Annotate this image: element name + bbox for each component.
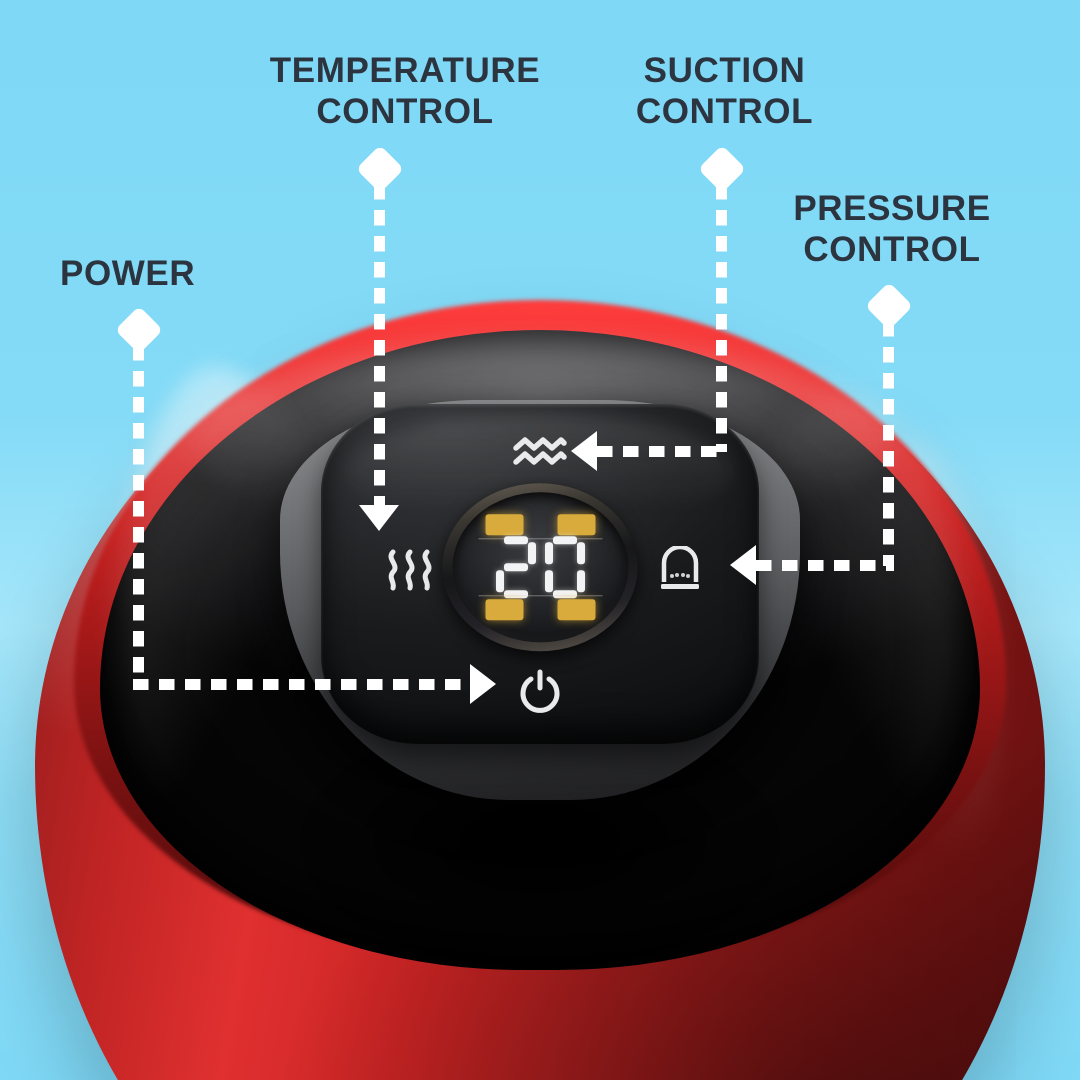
led-indicator-row-bottom [485, 599, 595, 621]
heat-waves-icon[interactable] [383, 548, 437, 597]
callout-arrow-temperature [359, 505, 399, 531]
callout-label-power: POWER [60, 254, 196, 293]
led-indicator [485, 599, 523, 621]
callout-arrow-pressure [730, 545, 756, 585]
display-bezel-ring: 20 [442, 483, 638, 652]
callout-arrow-power [470, 664, 496, 704]
led-indicator [557, 514, 595, 536]
callout-line-temperature [374, 184, 385, 510]
callout-arrow-suction [571, 431, 597, 471]
power-icon[interactable] [517, 669, 563, 722]
callout-label-pressure: PRESSURE CONTROL [793, 189, 991, 270]
callout-line-suction-vertical [716, 184, 727, 452]
display-hairline-top [478, 538, 602, 540]
led-display: 20 [452, 492, 628, 643]
callout-label-temperature: TEMPERATURE CONTROL [269, 51, 541, 132]
callout-line-pressure-horizontal [756, 560, 894, 571]
callout-line-pressure-vertical [883, 321, 894, 566]
callout-label-suction: SUCTION CONTROL [635, 51, 814, 132]
led-indicator-row-top [485, 514, 595, 536]
seven-segment-digit [495, 536, 536, 599]
led-indicator [485, 514, 523, 536]
led-indicator [557, 599, 595, 621]
callout-line-power-vertical [133, 345, 144, 690]
pressure-cup-icon[interactable] [657, 544, 703, 597]
display-hairline-bottom [478, 595, 602, 597]
callout-line-suction-horizontal [597, 446, 727, 457]
seven-segment-digit [544, 536, 585, 599]
callout-line-power-horizontal [133, 679, 483, 690]
suction-wave-icon[interactable] [511, 432, 569, 479]
display-value [495, 536, 585, 599]
